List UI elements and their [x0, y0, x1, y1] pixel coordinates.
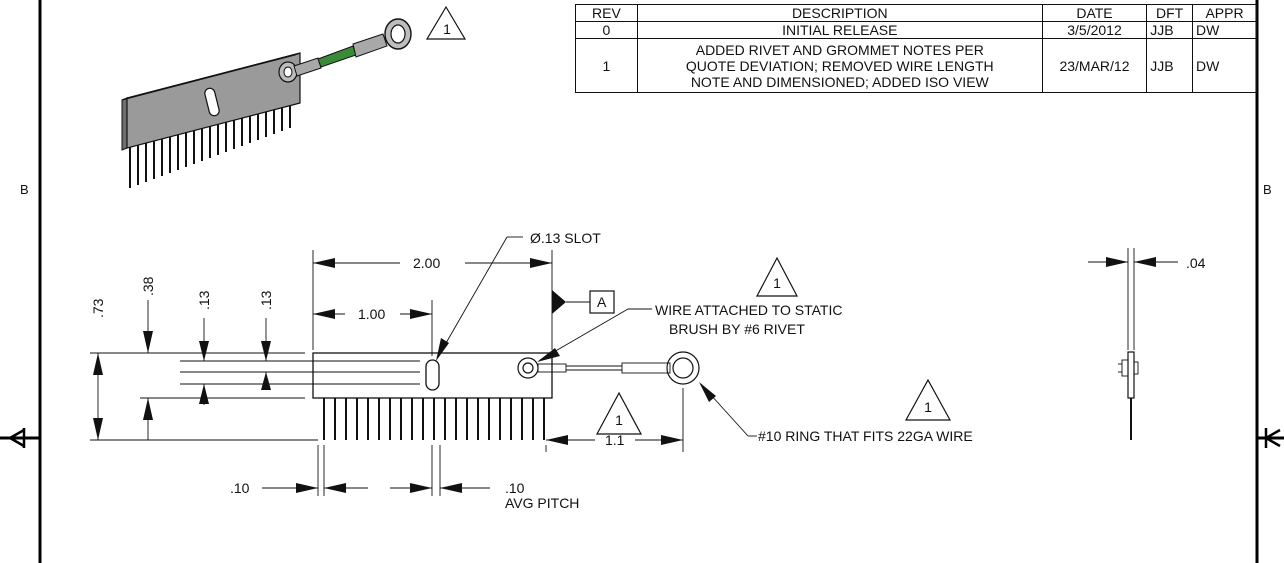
table-row: 1 ADDED RIVET AND GROMMET NOTES PER QUOT… — [575, 38, 1257, 93]
description-line: ADDED RIVET AND GROMMET NOTES PER — [695, 41, 984, 58]
dim-slot-top: .38 — [140, 276, 156, 296]
header-dft: DFT — [1146, 4, 1194, 22]
header-appr: APPR — [1192, 4, 1257, 22]
cell-date: 3/5/2012 — [1041, 21, 1148, 39]
header-date: DATE — [1041, 4, 1148, 22]
cell-rev: 1 — [575, 38, 638, 93]
cell-dft: JJB — [1146, 38, 1194, 93]
side-view: .04 — [1088, 248, 1206, 440]
iso-view: 1 — [121, 5, 467, 188]
note-rivet-line2: BRUSH BY #6 RIVET — [669, 321, 805, 337]
revision-table-header: REV DESCRIPTION DATE DFT APPR — [575, 4, 1257, 22]
datum-box — [589, 290, 615, 314]
rivet-crimp — [537, 363, 567, 373]
side-rivet-head — [1133, 361, 1139, 375]
revision-table: REV DESCRIPTION DATE DFT APPR 0 INITIAL … — [575, 4, 1257, 93]
rev-flag-ring-length: 1 — [615, 412, 623, 428]
center-mark-right — [1264, 428, 1281, 448]
ring-terminal — [666, 351, 700, 385]
cell-description: ADDED RIVET AND GROMMET NOTES PER QUOTE … — [636, 38, 1043, 93]
note-rivet-line1: WIRE ATTACHED TO STATIC — [655, 302, 842, 318]
brush-slot — [425, 359, 440, 391]
header-rev: REV — [575, 4, 638, 22]
side-plate — [1127, 351, 1135, 399]
dimensions: 2.00 1.00 .73 .38 .13 .13 — [90, 230, 973, 511]
cell-rev: 0 — [575, 21, 638, 39]
rev-flag-rivet: 1 — [773, 275, 781, 291]
cell-description: INITIAL RELEASE — [636, 21, 1043, 39]
rev-flag-ring-note: 1 — [924, 399, 932, 415]
zone-label-right: B — [1263, 182, 1272, 197]
dim-thickness: .04 — [1186, 255, 1206, 271]
iso-crimp — [293, 57, 322, 77]
dim-slot-height: .13 — [258, 290, 274, 310]
brush-plate — [312, 352, 553, 399]
dim-ring-length: 1.1 — [605, 432, 625, 448]
description-line: QUOTE DEVIATION; REMOVED WIRE LENGTH — [685, 57, 994, 74]
dim-pitch-right: .10 — [505, 480, 525, 496]
cell-appr: DW — [1192, 38, 1257, 93]
iso-plate-top — [121, 52, 301, 101]
note-ring: #10 RING THAT FITS 22GA WIRE — [758, 428, 973, 444]
header-description: DESCRIPTION — [636, 4, 1043, 22]
dim-pitch-left: .10 — [230, 480, 250, 496]
center-mark-left — [9, 428, 26, 448]
description-line: NOTE AND DIMENSIONED; ADDED ISO VIEW — [690, 73, 989, 90]
dim-slot-position: 1.00 — [358, 306, 385, 322]
iso-slot — [204, 87, 220, 117]
front-view — [312, 351, 700, 440]
cell-appr: DW — [1192, 21, 1257, 39]
table-row: 0 INITIAL RELEASE 3/5/2012 JJB DW — [575, 21, 1257, 39]
cell-date: 23/MAR/12 — [1041, 38, 1148, 93]
dim-overall-height: .73 — [90, 298, 106, 318]
iso-ring-crimp — [352, 33, 388, 58]
dim-slot-width: .13 — [196, 290, 212, 310]
ring-crimp — [621, 362, 671, 374]
rivet — [517, 357, 539, 379]
cell-dft: JJB — [1146, 21, 1194, 39]
rev-flag-iso: 1 — [443, 21, 451, 37]
datum-label: A — [597, 294, 607, 310]
dim-avg-pitch: AVG PITCH — [505, 495, 579, 511]
iso-wire — [317, 45, 357, 68]
note-slot: Ø.13 SLOT — [530, 230, 601, 246]
iso-plate-side — [121, 97, 128, 151]
brush-bristles — [323, 398, 545, 440]
zone-label-left: B — [20, 182, 29, 197]
dim-overall-length: 2.00 — [413, 255, 440, 271]
datum-triangle — [552, 290, 566, 314]
side-rivet-tail — [1121, 359, 1129, 377]
